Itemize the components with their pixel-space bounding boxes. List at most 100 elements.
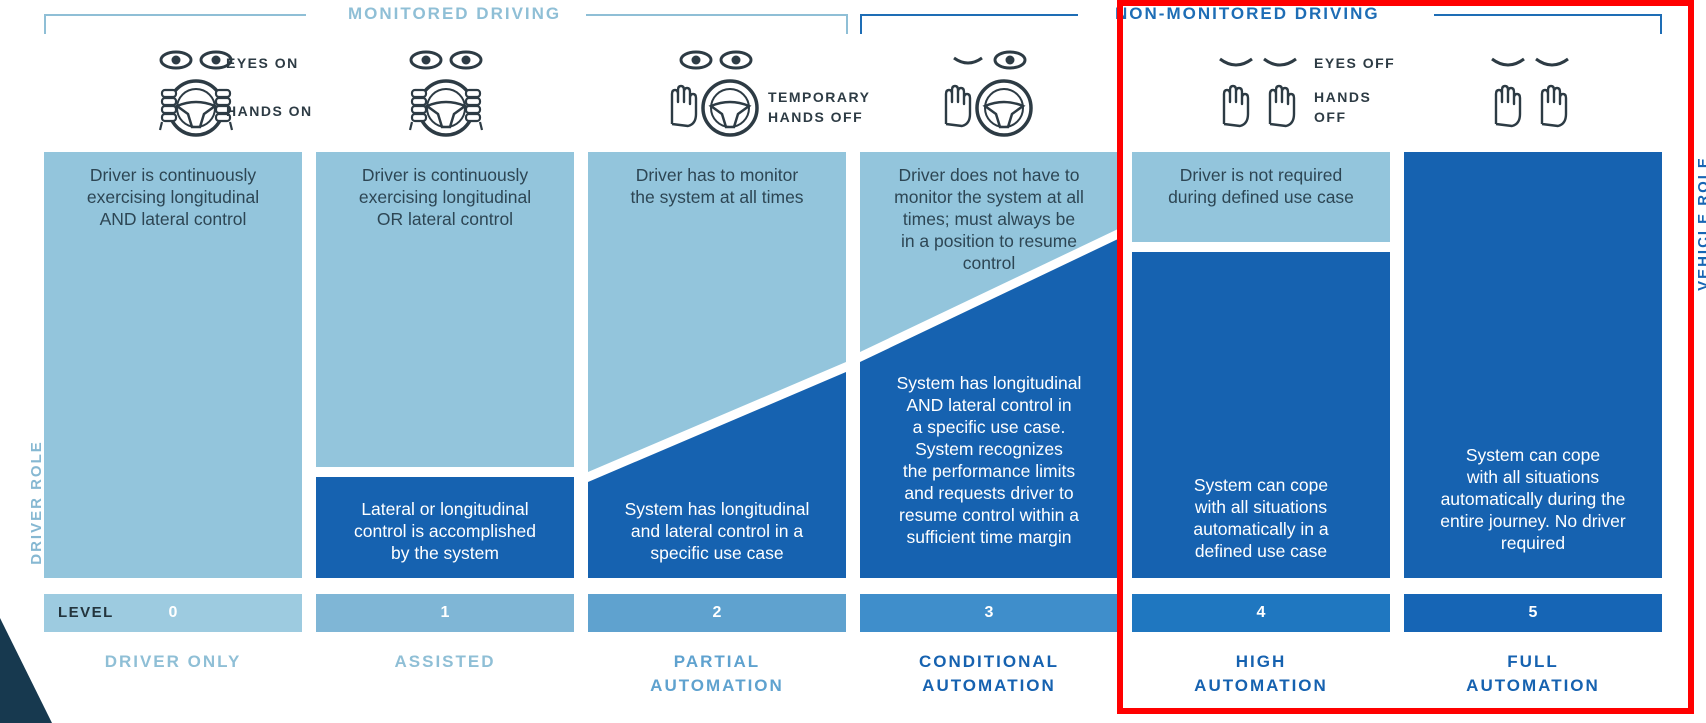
eyes-open-icon	[409, 50, 483, 70]
level-number: 1	[440, 604, 450, 621]
eyes-open-icon	[679, 50, 753, 70]
non-monitored-driving-title: NON-MONITORED DRIVING	[1115, 4, 1380, 23]
description-line: times; must always be	[902, 209, 1076, 229]
level-name-line: AUTOMATION	[1194, 676, 1328, 695]
hands-label: HANDS	[1314, 89, 1372, 105]
description-line: in a position to resume	[900, 231, 1078, 251]
description-line: control is accomplished	[354, 521, 536, 541]
level-name-line: HIGH	[1235, 652, 1287, 671]
description-line: Driver is not required	[1179, 165, 1343, 185]
eyes-on-label: EYES ON	[226, 55, 299, 71]
description-line: control	[962, 253, 1016, 273]
driver-role-area	[1132, 152, 1390, 242]
level-2-background	[588, 152, 846, 578]
description-line: Driver is continuously	[89, 165, 257, 185]
description-line: and requests driver to	[904, 483, 1074, 503]
description-line: exercising longitudinal	[86, 187, 260, 207]
corner-triangle-decoration	[0, 618, 52, 723]
level-name-line: PARTIAL	[673, 652, 761, 671]
monitored-driving-title: MONITORED DRIVING	[348, 4, 562, 23]
eyes-closed-icon	[1219, 57, 1297, 67]
hands-off-wheel-icon	[944, 79, 1033, 137]
level-name-line: DRIVER ONLY	[104, 652, 242, 671]
level-3-name: CONDITIONAL AUTOMATION	[860, 650, 1118, 698]
description-line: Driver is continuously	[361, 165, 529, 185]
level-3-background	[860, 152, 1118, 578]
description-line: resume control within a	[899, 505, 1079, 525]
level-number: 4	[1256, 604, 1266, 621]
hands-on-wheel-icon	[408, 79, 484, 137]
description-line: the system at all times	[630, 187, 804, 207]
driver-role-label: DRIVER ROLE	[27, 440, 45, 565]
eyes-open-icon	[159, 50, 233, 70]
level-name-line: AUTOMATION	[922, 676, 1056, 695]
level-5-background	[1404, 152, 1662, 578]
level-0-background	[44, 152, 302, 578]
description-line: monitor the system at all	[894, 187, 1084, 207]
description-line: with all situations	[1194, 497, 1328, 517]
description-line: the performance limits	[902, 461, 1076, 481]
eye-half-closed-icon	[953, 50, 1027, 70]
hands-off-label: HANDS OFF	[768, 109, 864, 125]
description-line: automatically during the	[1440, 489, 1626, 509]
description-line: entire journey. No driver	[1440, 511, 1626, 531]
description-line: OR lateral control	[376, 209, 514, 229]
driver-state-icons	[158, 50, 1569, 137]
hands-off-wheel-icon	[670, 79, 759, 137]
vehicle-role-label: VEHICLE ROLE	[1694, 156, 1706, 291]
vehicle-role-area	[860, 239, 1118, 578]
eyes-closed-icon	[1491, 57, 1569, 67]
driver-role-area	[860, 152, 1118, 352]
off-label: OFF	[1314, 109, 1347, 125]
level-number: 2	[712, 604, 722, 621]
level-name-line: CONDITIONAL	[918, 652, 1060, 671]
level-1-badge: 1	[316, 594, 574, 632]
description-line: defined use case	[1194, 541, 1328, 561]
level-name-line: ASSISTED	[394, 652, 496, 671]
eyes-off-label: EYES OFF	[1314, 55, 1396, 71]
level-4-background	[1132, 152, 1390, 578]
level-number: 0	[168, 604, 178, 621]
level-name-line: AUTOMATION	[1466, 676, 1600, 695]
description-line: specific use case	[650, 543, 784, 563]
highlight-frame	[1117, 0, 1694, 714]
hands-on-wheel-icon	[158, 79, 234, 137]
description-line: Lateral or longitudinal	[361, 499, 529, 519]
level-4-name: HIGH AUTOMATION	[1132, 650, 1390, 698]
description-line: System has longitudinal	[624, 499, 810, 519]
raised-hands-icon	[1222, 84, 1296, 128]
level-1-name: ASSISTED	[316, 650, 574, 674]
level-2-badge: 2	[588, 594, 846, 632]
description-line: System has longitudinal	[896, 373, 1082, 393]
description-line: automatically in a	[1193, 519, 1329, 539]
description-line: AND lateral control	[99, 209, 247, 229]
level-5-badge: 5	[1404, 594, 1662, 632]
driver-role-area	[316, 152, 574, 467]
level-1-background	[316, 152, 574, 578]
description-line: sufficient time margin	[906, 527, 1072, 547]
description-line: System can cope	[1193, 475, 1329, 495]
vehicle-role-area	[1404, 152, 1662, 578]
level-4-badge: 4	[1132, 594, 1390, 632]
description-line: System can cope	[1465, 445, 1601, 465]
level-number: 3	[984, 604, 994, 621]
description-line: a specific use case.	[912, 417, 1066, 437]
temporary-label: TEMPORARY	[768, 89, 871, 105]
description-line: Driver has to monitor	[635, 165, 799, 185]
